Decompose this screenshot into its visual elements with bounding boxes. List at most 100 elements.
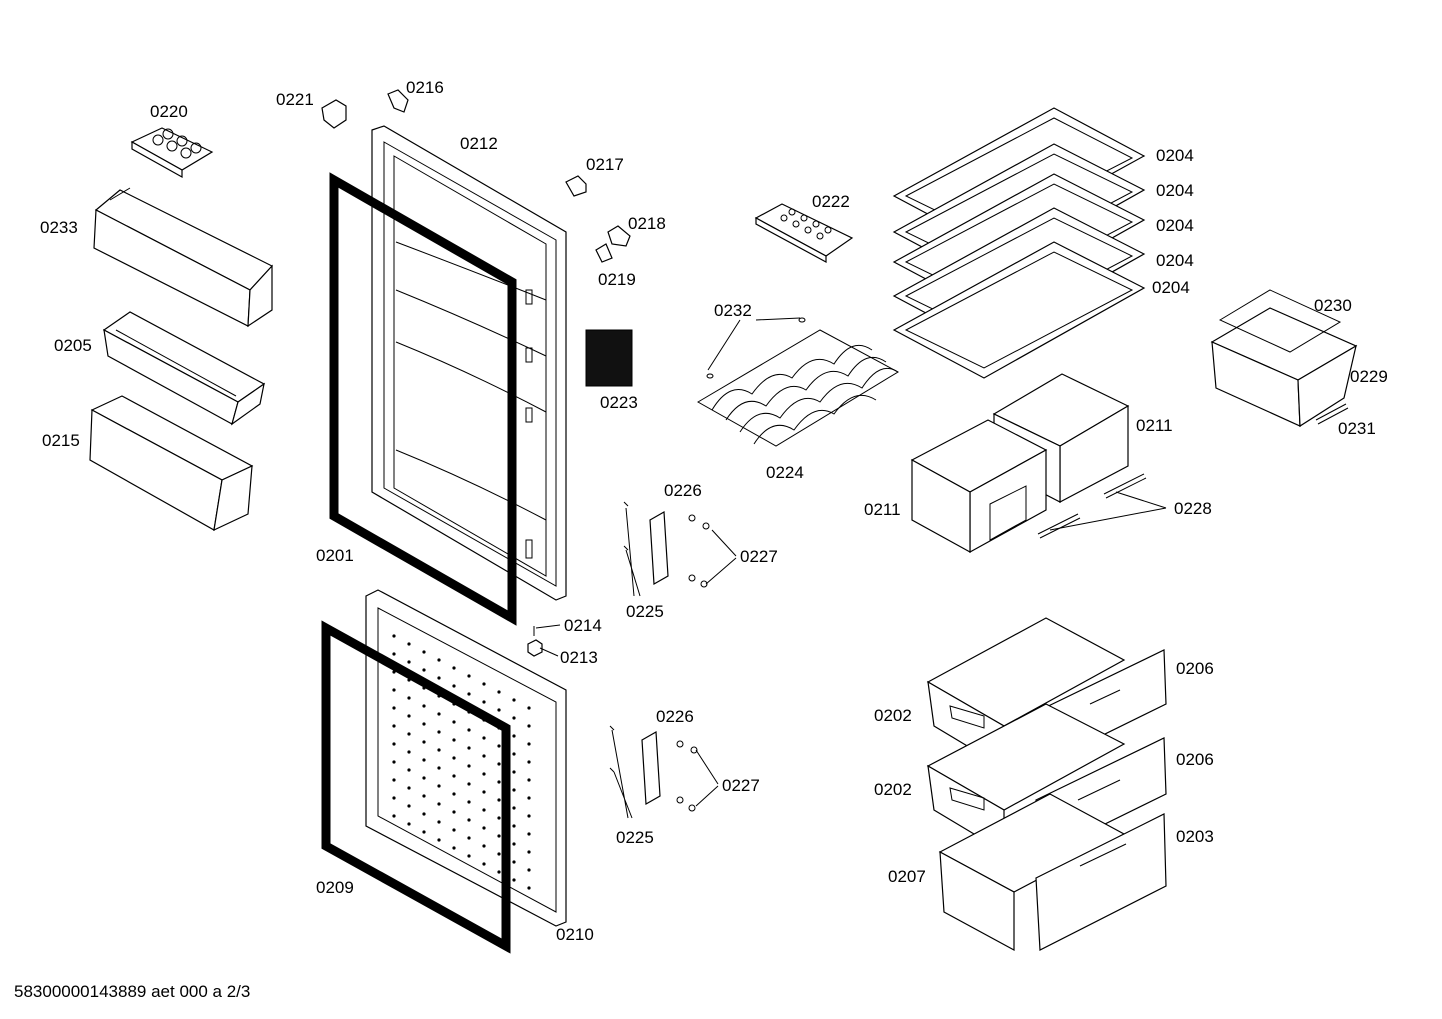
door-dot (512, 716, 516, 720)
door-dot (482, 682, 486, 686)
label-0227-2: 0227 (722, 776, 760, 795)
label-0207: 0207 (888, 867, 926, 886)
door-dot (482, 862, 486, 866)
part-0218-0219 (595, 225, 631, 263)
door-dot (467, 764, 471, 768)
door-dot (407, 714, 411, 718)
door-bin-0233 (93, 187, 273, 328)
door-dot (512, 734, 516, 738)
door-dot (422, 704, 426, 708)
door-dot (512, 878, 516, 882)
door-dot (527, 814, 531, 818)
door-dot (482, 736, 486, 740)
door-dot (452, 684, 456, 688)
handle-set-upper (623, 501, 710, 588)
label-0204-4: 0204 (1156, 251, 1194, 270)
rails-0228 (1037, 473, 1147, 539)
label-0222: 0222 (812, 192, 850, 211)
door-dot (497, 816, 501, 820)
door-dot (512, 860, 516, 864)
label-0226-2: 0226 (656, 707, 694, 726)
label-0202-2: 0202 (874, 780, 912, 799)
door-dot (452, 666, 456, 670)
door-dot (497, 762, 501, 766)
label-0212: 0212 (460, 134, 498, 153)
label-0202-1: 0202 (874, 706, 912, 725)
door-dot (422, 758, 426, 762)
door-dot (512, 842, 516, 846)
label-0229: 0229 (1350, 367, 1388, 386)
door-dot (392, 760, 396, 764)
part-0217 (565, 175, 587, 197)
bottle-rack-0224 (696, 317, 900, 447)
door-dot (482, 772, 486, 776)
door-dot (437, 712, 441, 716)
door-dot (452, 738, 456, 742)
door-dot (527, 778, 531, 782)
door-dot (482, 700, 486, 704)
door-dot (392, 688, 396, 692)
label-0206-1: 0206 (1176, 659, 1214, 678)
label-0209: 0209 (316, 878, 354, 897)
door-dot (407, 660, 411, 664)
door-dot (527, 832, 531, 836)
door-dot (452, 756, 456, 760)
door-dot (497, 852, 501, 856)
part-labels: 0220 0221 0216 0212 0217 0218 0219 0222 … (40, 78, 1388, 944)
door-dot (407, 642, 411, 646)
label-0228: 0228 (1174, 499, 1212, 518)
door-dot (497, 708, 501, 712)
door-dot (467, 782, 471, 786)
door-dot (407, 696, 411, 700)
gasket-0209 (321, 620, 511, 954)
door-dot (392, 706, 396, 710)
door-dot (467, 674, 471, 678)
label-0211-1: 0211 (1136, 416, 1173, 435)
label-0226-1: 0226 (664, 481, 702, 500)
door-dot (407, 822, 411, 826)
gasket-0201 (329, 172, 517, 626)
hinge-cover-0221 (321, 99, 347, 129)
label-0215: 0215 (42, 431, 80, 450)
door-dot (407, 732, 411, 736)
door-dot (437, 766, 441, 770)
door-dot (422, 668, 426, 672)
door-dot (437, 838, 441, 842)
door-dot (527, 760, 531, 764)
door-dot (422, 830, 426, 834)
door-dot (512, 698, 516, 702)
door-dot (467, 800, 471, 804)
door-dot (407, 768, 411, 772)
door-dot (392, 742, 396, 746)
door-dot (467, 692, 471, 696)
label-0217: 0217 (586, 155, 624, 174)
door-dot (452, 846, 456, 850)
label-0210: 0210 (556, 925, 594, 944)
door-dot (512, 824, 516, 828)
label-0221: 0221 (276, 90, 314, 109)
door-dot (437, 748, 441, 752)
door-dot (422, 722, 426, 726)
door-dot (422, 650, 426, 654)
label-0230: 0230 (1314, 296, 1352, 315)
label-0224: 0224 (766, 463, 804, 482)
parts-0213-0214 (527, 626, 543, 657)
label-0216: 0216 (406, 78, 444, 97)
door-dot (392, 778, 396, 782)
door-dot (437, 820, 441, 824)
door-dot (407, 750, 411, 754)
door-dot (392, 796, 396, 800)
door-dot (467, 746, 471, 750)
box-0229-0230 (1210, 289, 1358, 428)
door-dot (527, 886, 531, 890)
door-dot (392, 652, 396, 656)
drawer-front-0203 (1035, 813, 1167, 951)
ice-tray-0222 (754, 203, 854, 264)
door-bin-0205 (102, 311, 266, 426)
label-0204-2: 0204 (1156, 181, 1194, 200)
door-dot (422, 794, 426, 798)
door-dot (482, 826, 486, 830)
label-0218: 0218 (628, 214, 666, 233)
